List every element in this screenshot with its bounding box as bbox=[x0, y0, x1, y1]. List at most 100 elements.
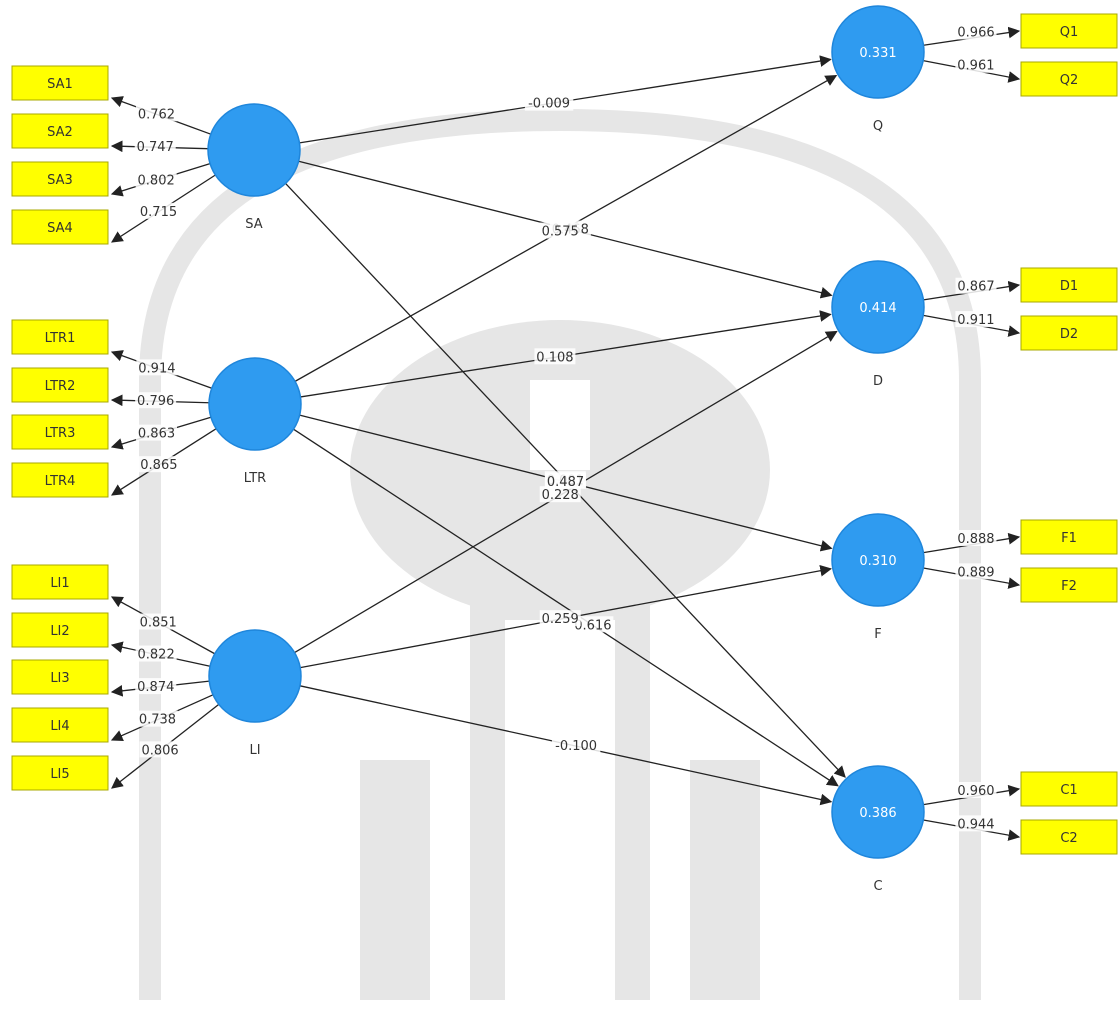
loading-SA2: 0.747 bbox=[137, 140, 174, 155]
indicator-LTR4[interactable] bbox=[11, 462, 109, 498]
indicator-LTR3[interactable] bbox=[11, 414, 109, 450]
loading-LI5-bg bbox=[139, 741, 181, 758]
loading-LTR1-bg bbox=[136, 359, 178, 376]
path-LTR-C bbox=[293, 428, 839, 787]
loading-LI1: 0.851 bbox=[140, 616, 177, 631]
path-coef-LI-C: -0.100 bbox=[555, 739, 597, 754]
loading-F1-bg bbox=[955, 530, 997, 547]
path-coef-LTR-C: 0.616 bbox=[574, 618, 611, 633]
indicator-label-Q1: Q1 bbox=[1060, 25, 1079, 40]
loading-LI4-bg bbox=[136, 710, 178, 727]
path-coef-SA-Q: -0.009 bbox=[528, 97, 570, 112]
indicator-LTR2[interactable] bbox=[11, 367, 109, 403]
construct-D[interactable] bbox=[831, 260, 925, 354]
indicator-LI2[interactable] bbox=[11, 612, 109, 648]
path-coef-LTR-C-bg bbox=[572, 616, 614, 633]
indicator-SA4[interactable] bbox=[11, 209, 109, 245]
indicator-SA3[interactable] bbox=[11, 161, 109, 197]
indicator-label-C1: C1 bbox=[1060, 783, 1077, 798]
indicator-LTR1[interactable] bbox=[11, 319, 109, 355]
indicator-label-LI2: LI2 bbox=[50, 624, 69, 639]
indicator-label-SA4: SA4 bbox=[47, 221, 73, 236]
loading-C2-bg bbox=[955, 815, 997, 832]
indicator-label-LTR3: LTR3 bbox=[45, 426, 76, 441]
path-coef-LI-D-bg bbox=[539, 486, 581, 503]
path-coef-LTR-Q: 0.575 bbox=[542, 225, 579, 240]
loading-SA1-bg bbox=[135, 105, 177, 122]
loading-SA3-bg bbox=[135, 171, 177, 188]
loading-LI3: 0.874 bbox=[137, 680, 174, 695]
indicator-label-C2: C2 bbox=[1060, 831, 1077, 846]
construct-label-Q: Q bbox=[873, 119, 883, 134]
path-coef-LI-C-bg bbox=[551, 737, 601, 754]
indicator-label-LTR4: LTR4 bbox=[45, 474, 76, 489]
path-coef-LI-D: 0.228 bbox=[542, 488, 579, 503]
loading-F1: 0.888 bbox=[957, 532, 994, 547]
loading-F2-bg bbox=[955, 563, 997, 580]
r-squared-D: 0.414 bbox=[859, 301, 896, 316]
path-coef-SA-Q-bg bbox=[524, 94, 574, 111]
indicator-label-LI1: LI1 bbox=[50, 576, 69, 591]
indicator-LI1[interactable] bbox=[11, 564, 109, 600]
loading-Q1: 0.966 bbox=[957, 25, 994, 40]
indicator-Q2[interactable] bbox=[1020, 61, 1118, 97]
indicator-Q1[interactable] bbox=[1020, 13, 1118, 49]
construct-C[interactable] bbox=[831, 765, 925, 859]
path-coef-LTR-D-bg bbox=[534, 348, 576, 365]
indicator-D2[interactable] bbox=[1020, 315, 1118, 351]
indicator-label-LI4: LI4 bbox=[50, 719, 69, 734]
indicator-LI4[interactable] bbox=[11, 707, 109, 743]
indicator-label-Q2: Q2 bbox=[1060, 73, 1079, 88]
loading-LI2: 0.822 bbox=[138, 648, 175, 663]
loading-D1-bg bbox=[955, 277, 997, 294]
indicator-label-LTR2: LTR2 bbox=[45, 379, 76, 394]
construct-LTR[interactable] bbox=[208, 357, 302, 451]
loading-SA2-bg bbox=[134, 138, 176, 155]
indicator-LI3[interactable] bbox=[11, 659, 109, 695]
indicator-F1[interactable] bbox=[1020, 519, 1118, 555]
loading-Q1-bg bbox=[955, 23, 997, 40]
indicator-label-LTR1: LTR1 bbox=[45, 331, 76, 346]
construct-label-D: D bbox=[873, 374, 883, 389]
indicator-C1[interactable] bbox=[1020, 771, 1118, 807]
path-coef-LTR-Q-bg bbox=[539, 222, 581, 239]
indicator-SA1[interactable] bbox=[11, 65, 109, 101]
loading-LTR4: 0.865 bbox=[140, 458, 177, 473]
construct-label-C: C bbox=[873, 879, 882, 894]
loading-D2: 0.911 bbox=[957, 313, 994, 328]
r-squared-C: 0.386 bbox=[859, 806, 896, 821]
construct-F[interactable] bbox=[831, 513, 925, 607]
path-coef-LTR-D: 0.108 bbox=[536, 350, 573, 365]
loading-SA3: 0.802 bbox=[138, 173, 175, 188]
path-coef-LTR-F: 0.487 bbox=[547, 475, 584, 490]
loading-C1-bg bbox=[955, 782, 997, 799]
loading-LI2-bg bbox=[135, 645, 177, 662]
loading-D1: 0.867 bbox=[957, 280, 994, 295]
loading-F2: 0.889 bbox=[957, 565, 994, 580]
loading-LTR3-bg bbox=[136, 424, 178, 441]
loading-C1: 0.960 bbox=[957, 784, 994, 799]
construct-label-LTR: LTR bbox=[244, 471, 266, 486]
indicator-label-D1: D1 bbox=[1060, 279, 1078, 294]
construct-LI[interactable] bbox=[208, 629, 302, 723]
loading-LTR1: 0.914 bbox=[138, 361, 175, 376]
indicator-label-SA2: SA2 bbox=[47, 125, 73, 140]
indicator-F2[interactable] bbox=[1020, 567, 1118, 603]
indicator-label-F1: F1 bbox=[1061, 531, 1077, 546]
path-coef-LTR-F-bg bbox=[545, 472, 587, 489]
construct-label-LI: LI bbox=[249, 743, 260, 758]
indicator-label-SA3: SA3 bbox=[47, 173, 73, 188]
construct-Q[interactable] bbox=[831, 5, 925, 99]
loading-Q2-bg bbox=[955, 56, 997, 73]
indicator-D1[interactable] bbox=[1020, 267, 1118, 303]
path-coef-LI-F: 0.259 bbox=[542, 612, 579, 627]
loading-SA4: 0.715 bbox=[140, 205, 177, 220]
loading-D2-bg bbox=[955, 311, 997, 328]
indicator-LI5[interactable] bbox=[11, 755, 109, 791]
construct-SA[interactable] bbox=[207, 103, 301, 197]
indicator-label-LI3: LI3 bbox=[50, 671, 69, 686]
indicator-C2[interactable] bbox=[1020, 819, 1118, 855]
loading-LTR2: 0.796 bbox=[137, 394, 174, 409]
indicator-SA2[interactable] bbox=[11, 113, 109, 149]
